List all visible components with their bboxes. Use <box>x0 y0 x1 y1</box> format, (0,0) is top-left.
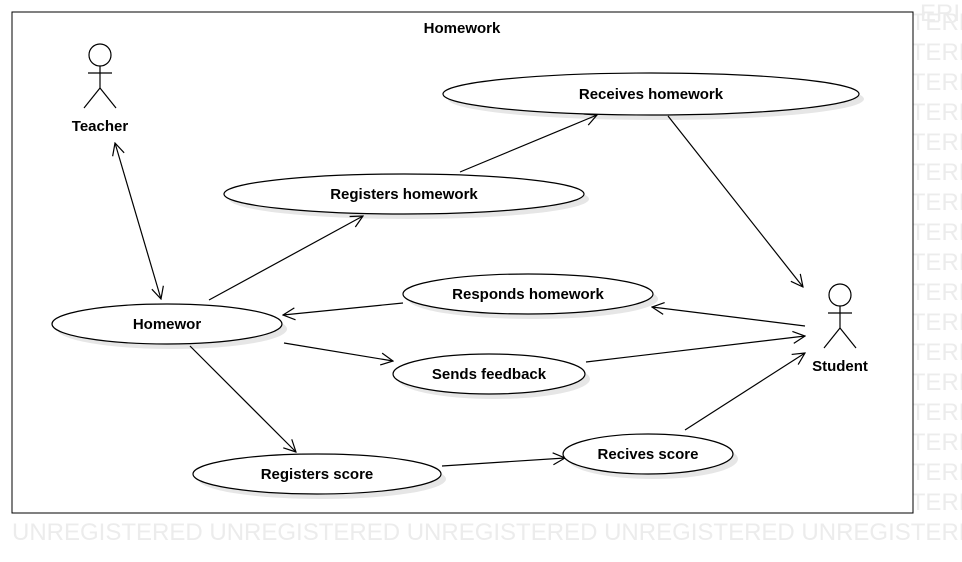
connector-homework-score <box>189 345 296 452</box>
connector-recives-student <box>684 353 805 431</box>
connector-student-responds <box>652 307 806 327</box>
teacher-actor-icon[interactable] <box>83 43 117 109</box>
usecase-label: Responds homework <box>452 286 604 303</box>
usecase-registers-homework[interactable] <box>223 173 585 215</box>
student-actor-icon[interactable] <box>823 283 857 349</box>
system-title: Homework <box>424 20 501 37</box>
connector-homework-registers-homework <box>208 216 363 301</box>
usecase-label: Recives score <box>598 446 699 463</box>
connector-teacher-homework <box>115 143 161 299</box>
usecase-label: Sends feedback <box>432 366 547 383</box>
usecase-sends-feedback[interactable] <box>392 353 586 395</box>
watermark-text: UNREGISTERED UNREGISTERED UNREGISTERED U… <box>12 519 962 546</box>
usecase-label: Registers score <box>261 466 374 483</box>
watermark-text: ERI <box>920 0 961 27</box>
connector-registers-receives <box>459 115 597 173</box>
usecase-homework[interactable] <box>51 303 283 345</box>
connector-feedback-student <box>585 336 805 363</box>
teacher-label: Teacher <box>72 118 129 135</box>
usecase-label: Receives homework <box>579 86 724 103</box>
usecase-label: Homewor <box>133 316 202 333</box>
usecase-responds-homework[interactable] <box>402 273 654 315</box>
connector-score-recives <box>441 458 565 467</box>
usecase-registers-score[interactable] <box>192 453 442 495</box>
connector-homework-feedback <box>283 342 393 361</box>
connector-responds-homework <box>283 302 404 315</box>
usecase-receives-homework[interactable] <box>442 72 860 116</box>
usecase-label: Registers homework <box>330 186 478 203</box>
usecase-recives-score[interactable] <box>562 433 734 475</box>
student-label: Student <box>812 358 868 375</box>
connector-receives-student <box>667 115 803 287</box>
connectors <box>115 115 806 467</box>
